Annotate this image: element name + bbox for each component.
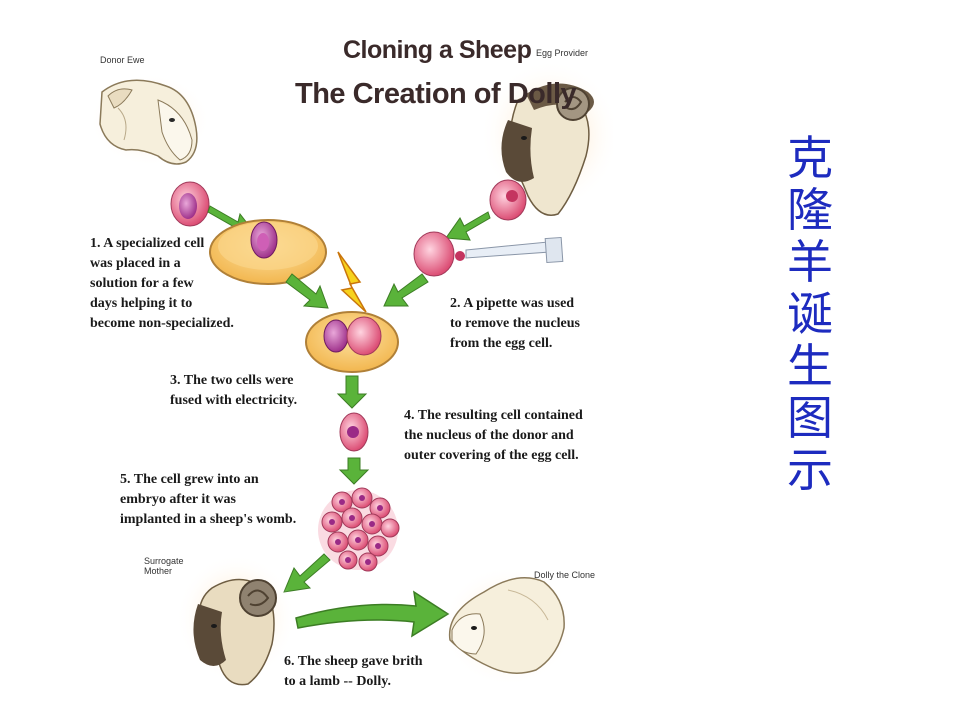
donor-cell bbox=[170, 181, 210, 227]
egg-provider-ram-head bbox=[480, 60, 613, 216]
fusion-dish bbox=[305, 311, 399, 373]
step-2-text: 2. A pipette was used to remove the nucl… bbox=[450, 296, 580, 351]
diagram-artwork bbox=[90, 60, 613, 686]
culture-dish-1 bbox=[209, 219, 327, 285]
embryo-cluster bbox=[318, 487, 400, 572]
diagram-title: Cloning a Sheep bbox=[343, 36, 532, 64]
label-surrogate-line1: Surrogate bbox=[144, 556, 184, 566]
pipette bbox=[413, 231, 564, 277]
dolly-head bbox=[442, 566, 574, 686]
caption-char: 羊 bbox=[787, 235, 833, 289]
cloning-diagram: Cloning a Sheep The Creation of Dolly Do… bbox=[88, 0, 613, 720]
step-5-text: 5. The cell grew into an embryo after it… bbox=[120, 472, 297, 527]
label-dolly-clone: Dolly the Clone bbox=[534, 570, 596, 580]
caption-char: 示 bbox=[787, 443, 833, 497]
caption-char: 生 bbox=[787, 339, 833, 393]
label-egg-provider: Egg Provider bbox=[536, 48, 589, 58]
electricity-bolt-icon bbox=[337, 251, 367, 313]
arrow-fusion-to-cell bbox=[336, 375, 368, 409]
diagram-subtitle: The Creation of Dolly bbox=[295, 78, 577, 110]
arrow-cell-to-embryo bbox=[338, 457, 370, 485]
arrow-embryo-to-surrogate bbox=[283, 553, 331, 593]
egg-cell bbox=[489, 179, 527, 221]
step-1-text: 1. A specialized cell was placed in a so… bbox=[90, 236, 234, 331]
label-surrogate-line2: Mother bbox=[144, 566, 173, 576]
caption-char: 图 bbox=[787, 391, 833, 445]
arrow-dish-to-fusion bbox=[285, 273, 329, 309]
donor-ewe-head bbox=[90, 74, 210, 166]
caption-char: 诞 bbox=[787, 287, 833, 341]
step-3-text: 3. The two cells were fused with electri… bbox=[170, 373, 298, 408]
arrow-egg-to-pipette bbox=[445, 211, 491, 241]
resulting-cell bbox=[339, 412, 369, 452]
arrow-surrogate-to-dolly bbox=[295, 590, 450, 638]
caption-char: 隆 bbox=[787, 183, 833, 237]
side-caption: 克 隆 羊 诞 生 图 示 bbox=[782, 132, 838, 496]
step-6-text: 6. The sheep gave brith to a lamb -- Dol… bbox=[284, 654, 423, 689]
step-4-text: 4. The resulting cell contained the nucl… bbox=[404, 408, 583, 463]
arrow-egg-to-fusion bbox=[383, 273, 429, 307]
surrogate-mother-head bbox=[176, 554, 296, 686]
label-donor-ewe: Donor Ewe bbox=[100, 55, 145, 65]
caption-char: 克 bbox=[787, 131, 833, 185]
